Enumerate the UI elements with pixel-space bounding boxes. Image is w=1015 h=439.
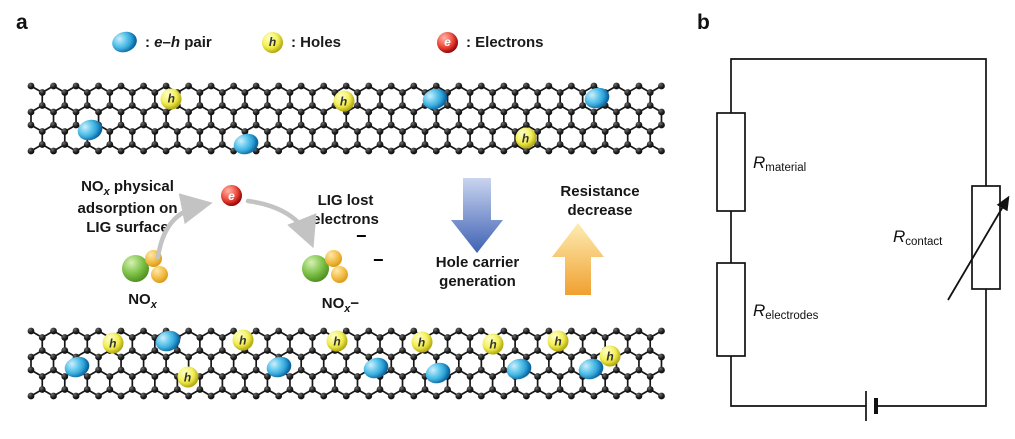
- legend-eh-h: h: [170, 33, 181, 51]
- r-material-sub: material: [765, 162, 806, 174]
- legend-label-holes: : Holes: [291, 33, 342, 51]
- battery-icon: [865, 391, 878, 421]
- legend-eh-prefix: :: [145, 33, 155, 51]
- r-contact-symbol: R: [893, 227, 905, 246]
- nox-anion-sub: x: [344, 303, 351, 315]
- lig-lost-line2: electrons: [312, 210, 379, 228]
- electron-loss-arrow-icon: [245, 198, 317, 249]
- nox-anion-minus: −: [350, 295, 360, 312]
- hole-carrier-line1: Hole carrier: [435, 254, 520, 271]
- circuit-wire: [730, 58, 987, 407]
- resistance-line2: decrease: [567, 201, 633, 219]
- panel-b-label: b: [697, 11, 710, 34]
- hole-sphere: h: [102, 332, 124, 354]
- legend-label-eh-pair: : e–h pair: [145, 34, 212, 51]
- hole-sphere: h: [160, 88, 182, 109]
- nox-anion-base: NO: [321, 295, 345, 312]
- r-contact-sub: contact: [905, 236, 943, 248]
- adsorption-rest: physical: [109, 178, 174, 195]
- hole-sphere: h: [599, 345, 621, 367]
- resistor-contact-label: Rcontact: [893, 227, 943, 248]
- hole-sphere: h: [515, 127, 536, 149]
- lig-lost-line1: LIG lost: [317, 192, 374, 209]
- hole-carrier-line2: generation: [439, 272, 516, 290]
- electron-icon: e: [437, 31, 458, 53]
- resistance-decrease-up-arrow-icon: [552, 223, 604, 295]
- graphene-lattice: [27, 327, 665, 400]
- negative-charge: −: [356, 226, 367, 246]
- legend-item-electrons: e : Electrons: [437, 30, 544, 54]
- eh-pair-icon: [109, 28, 140, 56]
- nitrogen-atom-icon: [302, 255, 329, 282]
- free-electron-sphere: e: [221, 185, 242, 206]
- adsorption-no: NO: [81, 178, 104, 195]
- oxygen-atom-icon: [325, 250, 342, 267]
- oxygen-atom-icon: [151, 266, 168, 283]
- legend-eh-dash: –: [162, 33, 171, 51]
- negative-charge: −: [373, 250, 384, 270]
- hole-sphere: h: [547, 330, 569, 352]
- hole-carrier-text: Hole carrier generation: [405, 254, 550, 292]
- resistance-decrease-text: Resistance decrease: [540, 183, 660, 221]
- hole-generation-down-arrow-icon: [451, 178, 503, 253]
- adsorption-line3: LIG surface: [86, 218, 169, 236]
- resistor-electrodes-box: [716, 262, 746, 357]
- lig-lost-text: LIG lost electrons: [288, 192, 403, 230]
- adsorption-text: NOx physical adsorption on LIG surface: [55, 178, 200, 237]
- legend-item-eh-pair: : e–h pair: [109, 28, 212, 56]
- hole-sphere: h: [177, 366, 198, 388]
- legend-label-electrons: : Electrons: [466, 33, 544, 51]
- hole-sphere: h: [326, 330, 348, 352]
- nox-label-base: NO: [128, 291, 151, 308]
- hole-icon: h: [262, 31, 283, 53]
- hole-sphere: h: [232, 329, 254, 351]
- nox-anion-label: NOx−: [298, 295, 383, 317]
- adsorption-arrow-icon: [155, 193, 213, 260]
- nox-anion-molecule: [302, 250, 354, 288]
- resistance-line1: Resistance: [560, 183, 640, 200]
- adsorption-sub-x: x: [103, 186, 110, 198]
- hole-sphere: h: [333, 90, 354, 112]
- resistor-contact-box: [971, 185, 1001, 290]
- legend-eh-e: e: [154, 33, 163, 51]
- variable-resistor-arrow-icon: [947, 195, 1010, 301]
- graphene-lattice: [27, 82, 665, 155]
- nox-label-sub: x: [150, 299, 157, 311]
- resistor-material-box: [716, 112, 746, 212]
- graphene-strip-top: h h h: [25, 70, 675, 165]
- mechanism-arrows: [155, 178, 604, 295]
- nox-label: NOx: [105, 291, 180, 313]
- circuit-diagram: Rmaterial Relectrodes Rcontact: [716, 58, 1010, 421]
- hole-sphere: h: [482, 333, 504, 355]
- legend-eh-suffix: pair: [180, 33, 212, 51]
- resistor-material-label: Rmaterial: [753, 153, 806, 174]
- hole-sphere: h: [411, 331, 432, 353]
- nox-molecule: [122, 250, 174, 288]
- adsorption-line1: NOx physical: [55, 178, 200, 200]
- resistor-electrodes-label: Relectrodes: [753, 301, 819, 322]
- adsorption-line2: adsorption on: [77, 199, 178, 217]
- graphene-strip-bottom: h h h h h h h h: [25, 311, 675, 411]
- r-electrodes-sub: electrodes: [765, 310, 818, 322]
- nitrogen-atom-icon: [122, 255, 149, 282]
- panel-a-label: a: [16, 11, 28, 34]
- oxygen-atom-icon: [331, 266, 348, 283]
- r-electrodes-symbol: R: [753, 301, 765, 320]
- legend-item-holes: h : Holes: [262, 30, 341, 54]
- r-material-symbol: R: [753, 153, 765, 172]
